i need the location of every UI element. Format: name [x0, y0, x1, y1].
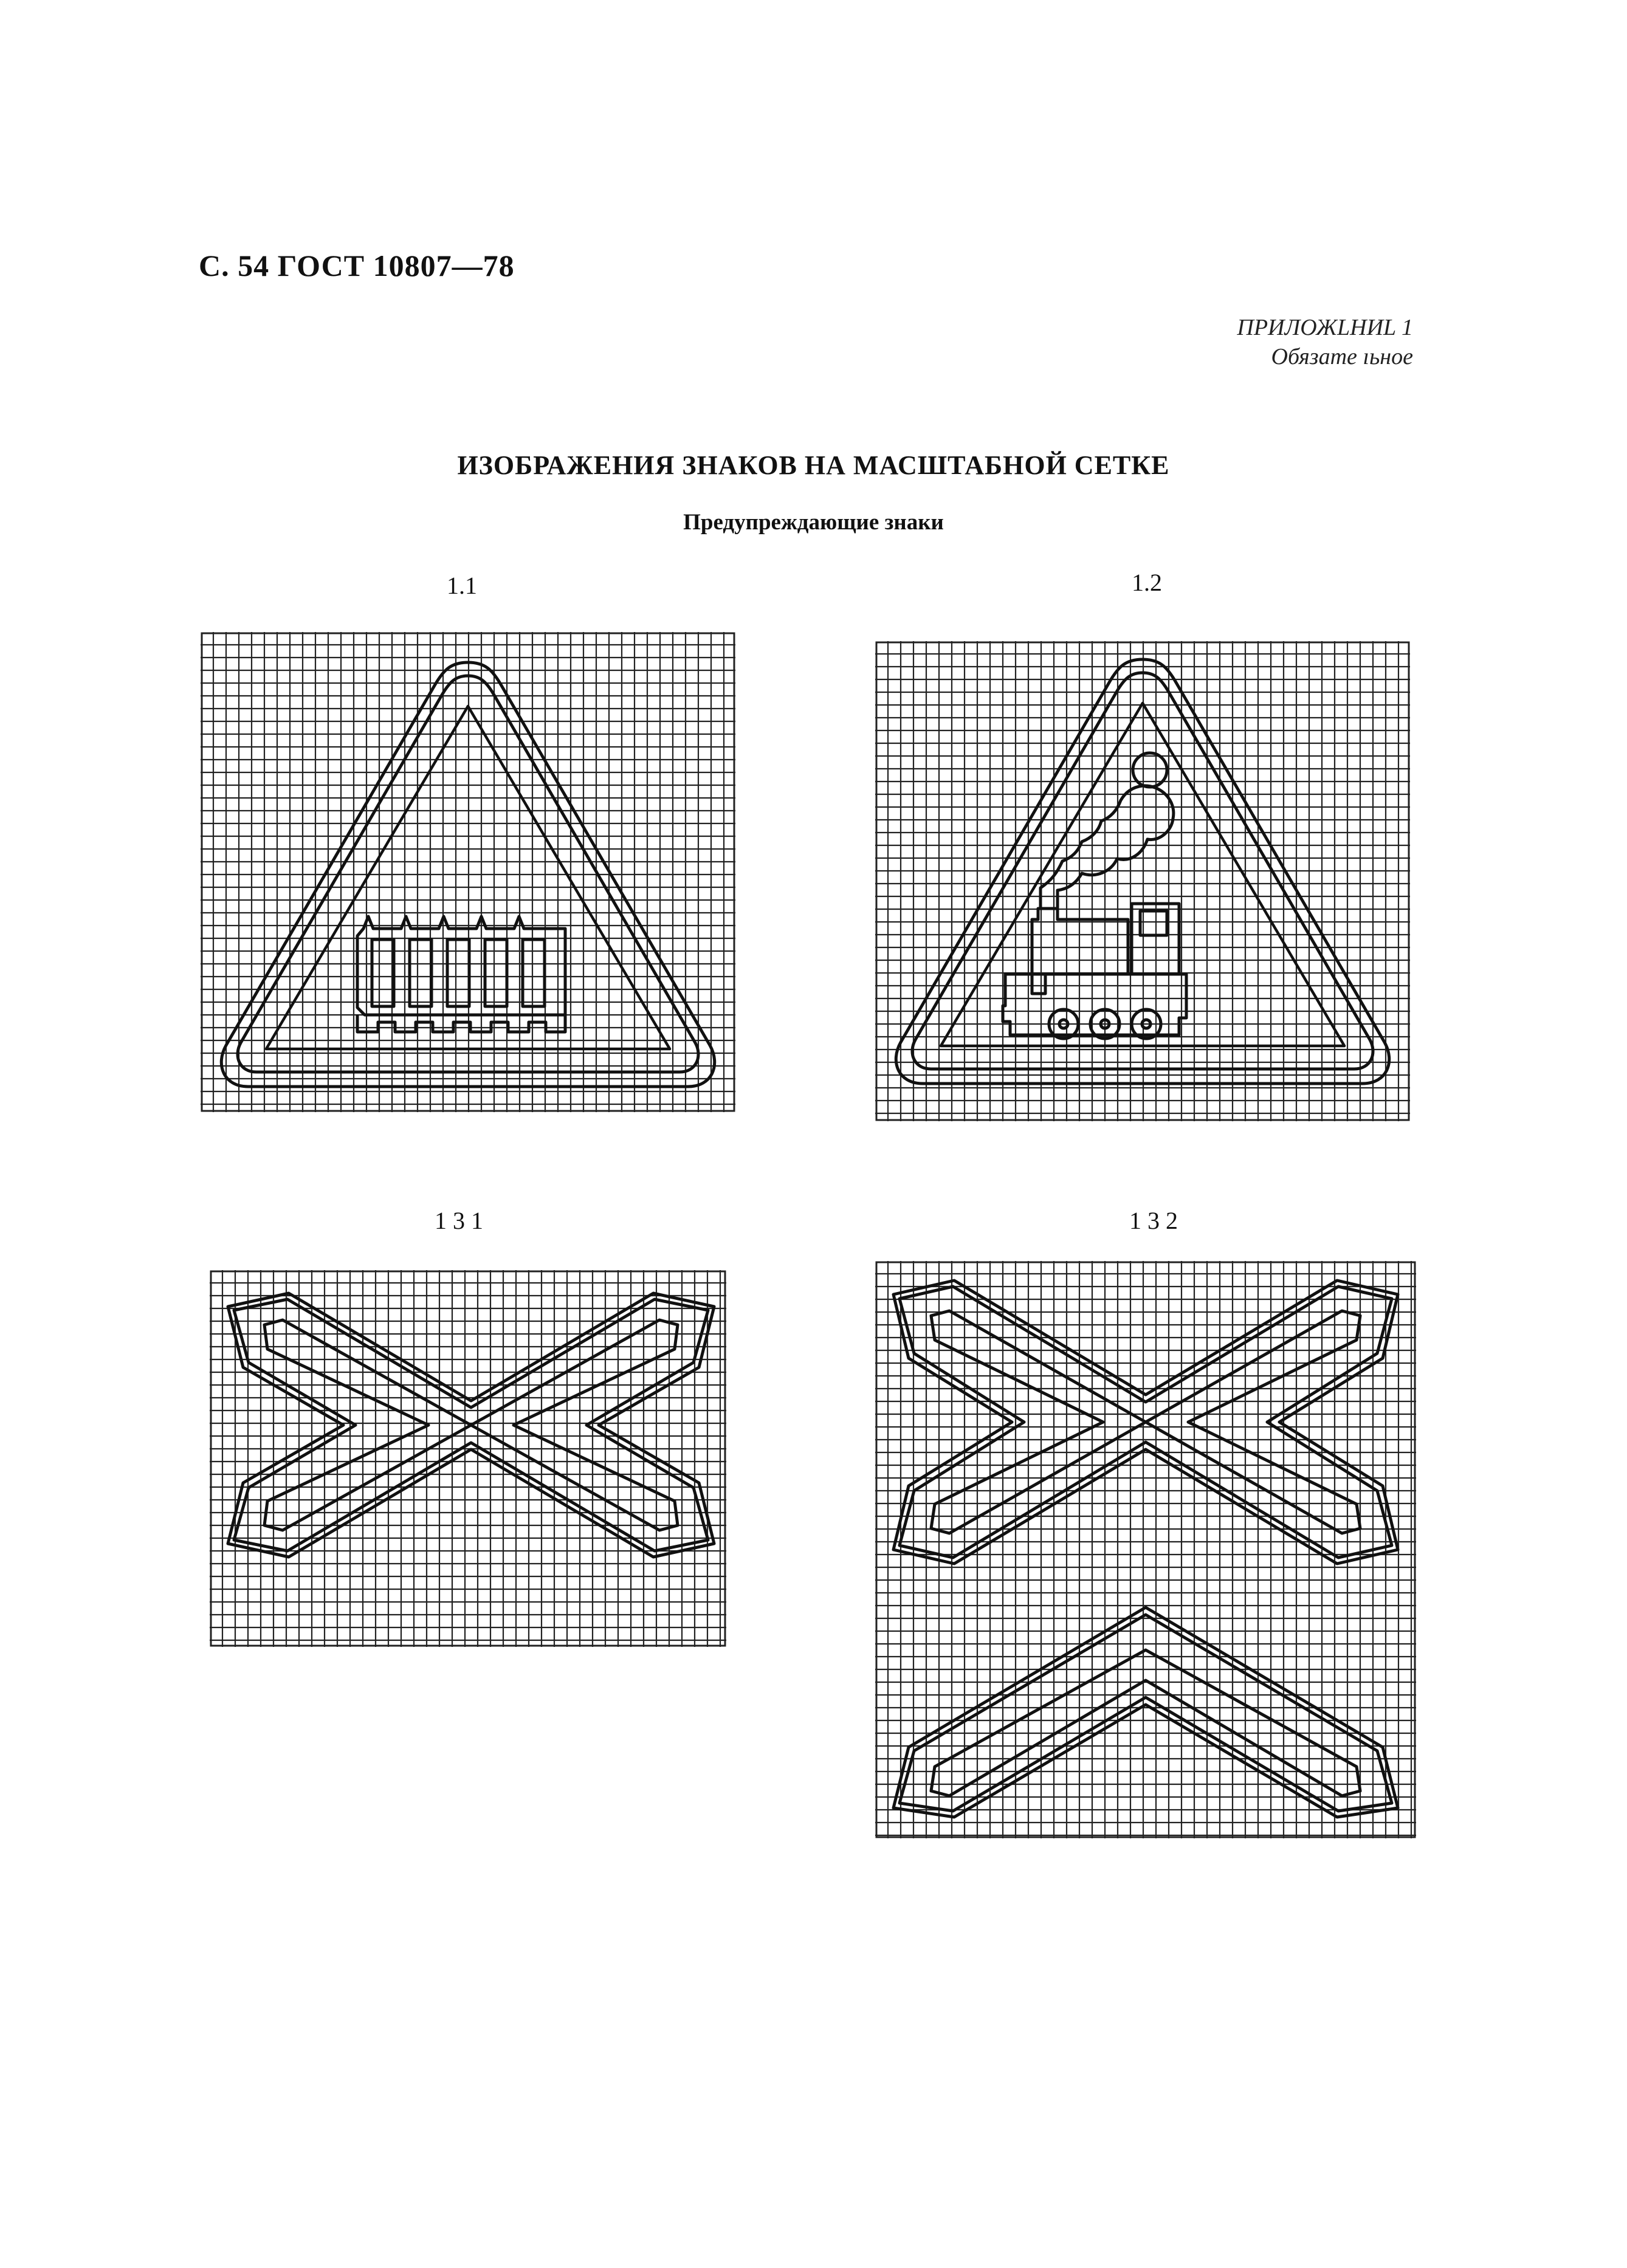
figure-caption-1-2: 1.2	[1132, 569, 1162, 596]
scale-grid	[210, 1270, 726, 1647]
single-cross-icon	[226, 1291, 716, 1559]
figure-1-2	[875, 641, 1410, 1121]
document-title: ИЗОБРАЖЕНИЯ ЗНАКОВ НА МАСШТАБНОЙ СЕТКЕ	[457, 450, 1170, 480]
section-subtitle: Предупреждающие знаки	[683, 510, 944, 535]
scale-grid	[875, 1261, 1416, 1838]
steam-locomotive-icon	[894, 658, 1391, 1085]
figure-1-3-2	[875, 1261, 1416, 1838]
figure-1-3-1	[210, 1270, 726, 1647]
page-header: С. 54 ГОСТ 10807—78	[199, 249, 515, 283]
figure-caption-1-3-1: 1 3 1	[435, 1207, 483, 1234]
figure-1-1	[201, 632, 735, 1112]
figure-caption-1-1: 1.1	[447, 572, 477, 599]
figure-caption-1-3-2: 1 3 2	[1129, 1207, 1178, 1234]
appendix-label: ПРИЛОЖLHИL 1	[1237, 315, 1413, 340]
barrier-fence-icon	[219, 661, 717, 1088]
appendix-block: ПРИЛОЖLHИL 1 Обязате ıьное	[1237, 313, 1413, 371]
scale-grid	[201, 632, 735, 1112]
double-cross-icon	[892, 1279, 1400, 1819]
scale-grid	[875, 641, 1410, 1121]
appendix-status: Обязате ıьное	[1271, 344, 1413, 369]
